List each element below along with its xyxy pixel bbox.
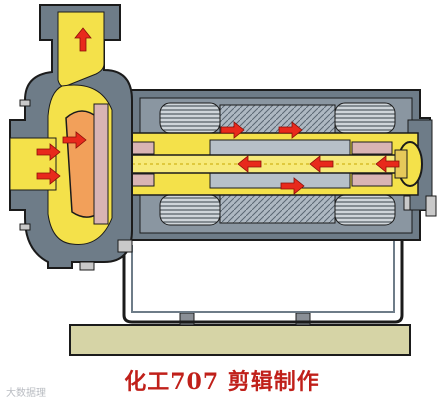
flow-arrows [36, 27, 400, 195]
caption: 化工707 剪辑制作 [124, 369, 320, 395]
rear-bearing [351, 141, 393, 187]
flow-arrow [309, 155, 334, 173]
flow-arrow [280, 177, 305, 195]
flow-arrow [237, 155, 262, 173]
stator-windings-bottom [159, 194, 396, 226]
flow-arrow [220, 121, 245, 139]
flow-arrow [375, 155, 400, 173]
shaft-end-cap [394, 141, 423, 187]
stator-windings-top [159, 102, 396, 134]
flow-arrow [74, 27, 92, 52]
flow-arrow [62, 131, 87, 149]
flow-arrow [36, 167, 61, 185]
support-bracket [122, 228, 404, 324]
flow-arrow [278, 121, 303, 139]
watermark: 大数据理 [6, 388, 46, 399]
base-plate [69, 312, 411, 356]
flow-arrow [36, 143, 61, 161]
